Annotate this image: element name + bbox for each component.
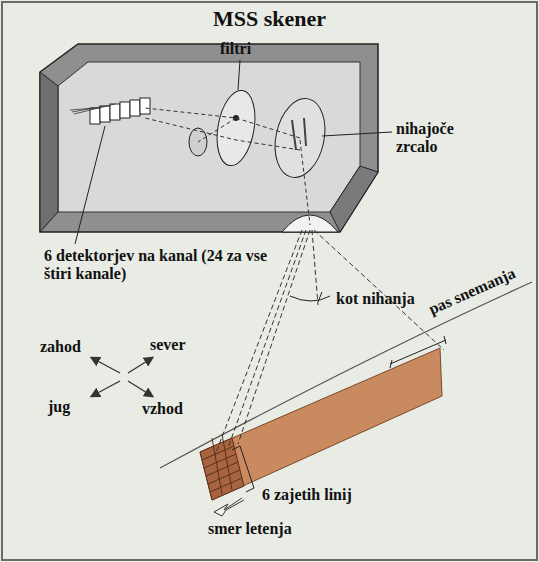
swath-label: pas snemanja: [426, 257, 534, 318]
compass-label: jug: [48, 398, 88, 416]
part-label: filtri: [220, 40, 300, 58]
angle-label: kot nihanja: [336, 290, 416, 308]
direction-label: smer letenja: [208, 520, 338, 538]
part-label: 6 detektorjev na kanal (24 za vse štiri …: [44, 247, 284, 282]
part-label: nihajoče zrcalo: [396, 120, 486, 155]
lines-label: 6 zajetih linij: [262, 486, 392, 504]
title: MSS skener: [0, 6, 539, 32]
compass-label: sever: [150, 336, 210, 354]
compass-label: vzhod: [142, 400, 202, 418]
compass-label: zahod: [40, 338, 100, 356]
